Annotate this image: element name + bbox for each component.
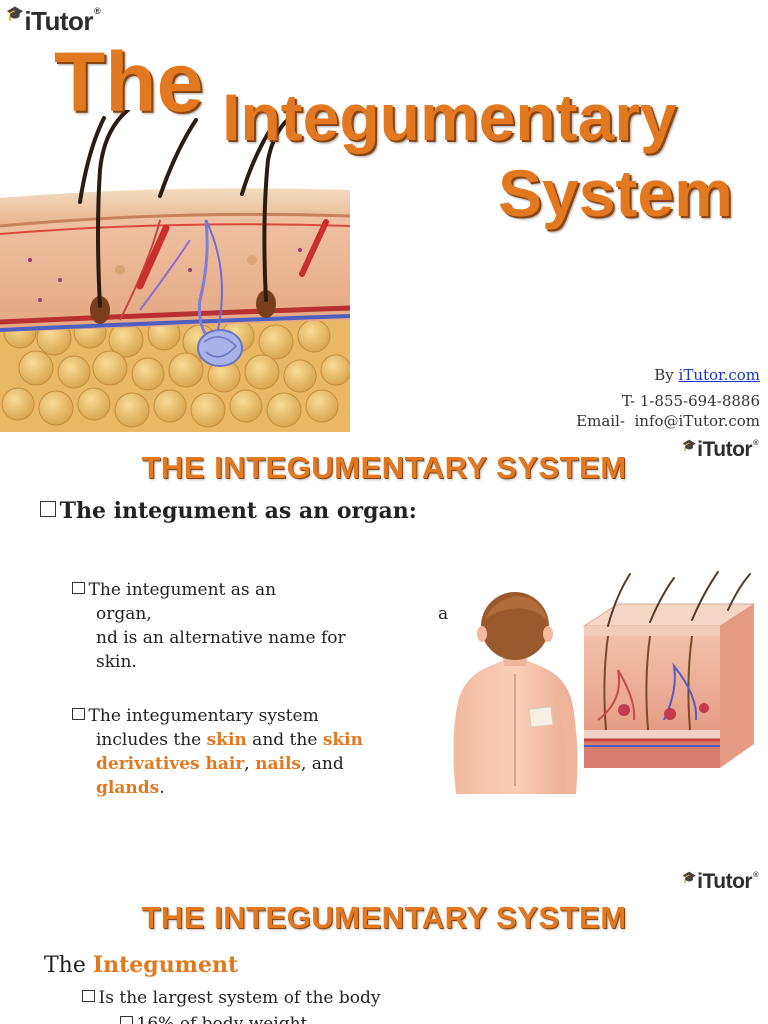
slide-title: THE INTEGUMENTARY SYSTEM xyxy=(141,900,627,935)
itutor-logo: 🎓iTutor® xyxy=(682,438,758,461)
bullet-body-weight: 16% of body weight xyxy=(120,1014,307,1024)
cover-title-line-2: Integumentary xyxy=(222,80,677,154)
checkbox-bullet-icon xyxy=(40,501,56,517)
child-back-illustration xyxy=(453,592,578,794)
paragraph-organ: The integument as an organ, nd is an alt… xyxy=(72,578,462,674)
phone-number: T- 1-855-694-8886 xyxy=(621,392,760,410)
cover-title-line-1: The xyxy=(54,35,204,129)
slide-title: THE INTEGUMENTARY SYSTEM xyxy=(141,450,627,485)
paragraph-system-includes: The integumentary system includes the sk… xyxy=(72,704,462,800)
itutor-logo: 🎓iTutor® xyxy=(682,870,758,893)
byline: By iTutor.com xyxy=(654,366,760,384)
integument-heading: The Integument xyxy=(44,952,239,978)
graduation-cap-icon: 🎓 xyxy=(682,872,697,884)
checkbox-bullet-icon xyxy=(82,989,95,1003)
slide-integument-largest: 🎓iTutor® THE INTEGUMENTARY SYSTEM The In… xyxy=(0,860,768,1024)
graduation-cap-icon: 🎓 xyxy=(6,6,24,22)
slide-integument-as-organ: 🎓iTutor® THE INTEGUMENTARY SYSTEM The in… xyxy=(0,432,768,860)
skin-cross-section-illustration xyxy=(0,110,350,432)
itutor-website-link[interactable]: iTutor.com xyxy=(678,366,760,384)
skin-cube-illustration xyxy=(582,571,756,768)
bullet-largest-system: Is the largest system of the body xyxy=(82,988,380,1008)
cover-title-line-3: System xyxy=(498,156,733,230)
checkbox-bullet-icon xyxy=(72,581,85,595)
itutor-logo: 🎓iTutor® xyxy=(6,6,101,36)
graduation-cap-icon: 🎓 xyxy=(682,440,697,452)
email-line: Email- info@iTutor.com xyxy=(576,412,760,430)
slide-subtitle: The integument as an organ: xyxy=(40,498,417,524)
checkbox-bullet-icon xyxy=(120,1015,133,1024)
email-address: info@iTutor.com xyxy=(634,412,760,430)
stray-letter: a xyxy=(438,604,449,624)
cover-slide: 🎓iTutor® xyxy=(0,0,768,432)
checkbox-bullet-icon xyxy=(72,707,85,721)
